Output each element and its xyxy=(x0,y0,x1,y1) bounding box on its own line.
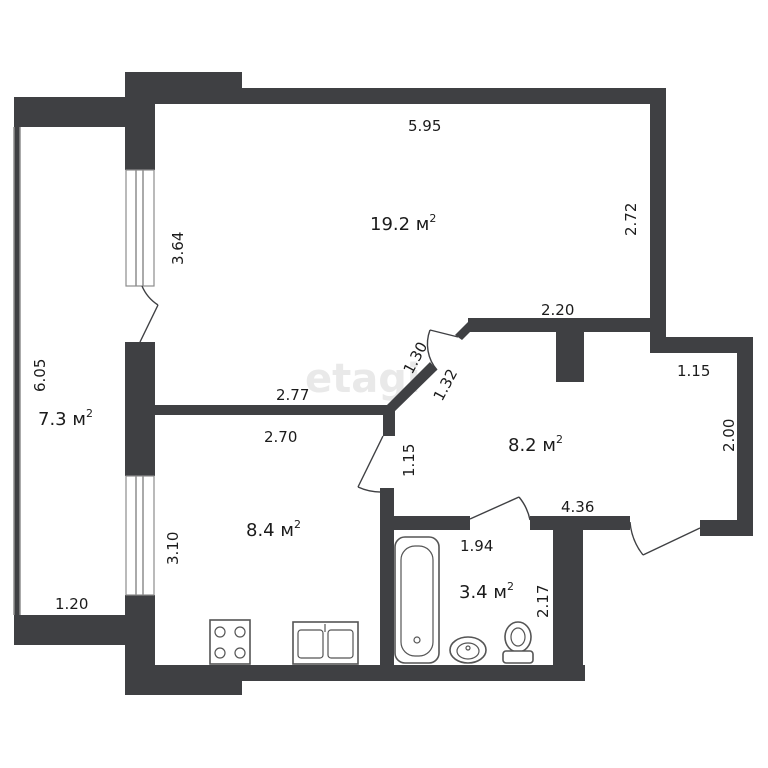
dim-kitchen-left: 3.10 xyxy=(164,532,182,565)
dim-hall-left: 1.15 xyxy=(400,444,418,477)
dim-hall-bottom: 4.36 xyxy=(561,498,594,516)
window-living xyxy=(125,169,155,287)
door-living xyxy=(426,329,459,371)
washbasin-icon xyxy=(449,636,487,664)
toilet-icon xyxy=(502,621,534,664)
dim-living-right: 2.72 xyxy=(622,203,640,236)
living-room-area: 19.2 м2 xyxy=(370,212,436,235)
window-kitchen xyxy=(125,475,155,596)
walls xyxy=(14,72,753,695)
kitchen-area: 8.4 м2 xyxy=(246,518,301,541)
stove-icon xyxy=(209,619,251,665)
dim-balcony-width: 1.20 xyxy=(55,595,88,613)
dim-hall-right: 2.00 xyxy=(720,419,738,452)
dim-living-left: 3.64 xyxy=(169,232,187,265)
dim-balcony-length: 6.05 xyxy=(31,359,49,392)
door-kitchen xyxy=(357,435,384,493)
dim-hall-step: 1.15 xyxy=(677,362,710,380)
dim-kitchen-top: 2.70 xyxy=(264,428,297,446)
door-balcony xyxy=(139,285,159,343)
dim-hall-top: 2.20 xyxy=(541,301,574,319)
dim-living-top: 5.95 xyxy=(408,117,441,135)
balcony-glazing xyxy=(13,127,21,615)
bathtub-icon xyxy=(394,536,440,664)
dim-living-bottom: 2.77 xyxy=(276,386,309,404)
bathroom-area: 3.4 м2 xyxy=(459,580,514,603)
balcony-area: 7.3 м2 xyxy=(38,407,93,430)
hall-area: 8.2 м2 xyxy=(508,433,563,456)
kitchen-sink-icon xyxy=(292,621,359,665)
door-entrance xyxy=(629,521,701,556)
dim-bath-top: 1.94 xyxy=(460,537,493,555)
dim-bath-right: 2.17 xyxy=(534,585,552,618)
door-bathroom xyxy=(469,496,531,521)
